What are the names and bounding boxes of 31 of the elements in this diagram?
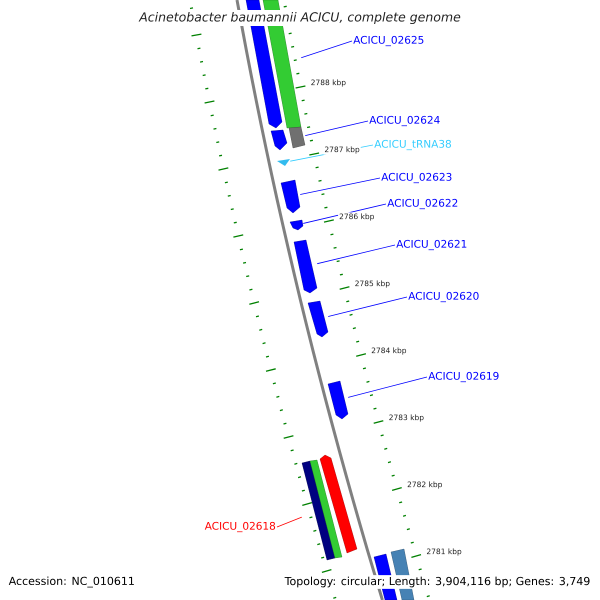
gene-label: ACICU_02624 bbox=[369, 116, 440, 126]
gene-label: ACICU_02621 bbox=[396, 240, 466, 250]
gene-label: ACICU_02620 bbox=[408, 292, 479, 302]
leader-line bbox=[276, 516, 302, 528]
leader-line bbox=[316, 244, 396, 264]
gene-feature bbox=[320, 454, 358, 554]
leader-line bbox=[328, 296, 408, 317]
footer-text: Accession: NC_010611 bbox=[7, 575, 136, 589]
gene-feature bbox=[302, 460, 336, 560]
gene-feature bbox=[308, 300, 328, 338]
gene-label: ACICU_02623 bbox=[381, 172, 452, 184]
leader-line bbox=[300, 40, 352, 58]
gene-label: ACICU_02618 bbox=[204, 522, 276, 532]
gene-label: ACICU_02619 bbox=[428, 372, 499, 382]
leader-line bbox=[304, 120, 368, 136]
gene-feature bbox=[290, 220, 304, 230]
gene-feature bbox=[270, 130, 288, 150]
gene-label: ACICU_02622 bbox=[387, 198, 458, 210]
footer-text: Topology: circular; Length: 3,904,116 bp; Genes: 3,749 bbox=[283, 575, 592, 589]
leader-line bbox=[300, 178, 380, 195]
gene-label: ACICU_tRNA38 bbox=[374, 140, 451, 150]
gene-feature bbox=[294, 240, 318, 294]
trna-feature bbox=[277, 159, 290, 166]
title: Acinetobacter baumannii ACICU, complete genome bbox=[137, 10, 463, 26]
gene-feature bbox=[280, 180, 300, 214]
gene-label: ACICU_02625 bbox=[353, 36, 424, 46]
gene-feature bbox=[328, 380, 348, 420]
gene-feature bbox=[310, 460, 342, 558]
leader-line bbox=[302, 204, 386, 224]
gene-feature bbox=[288, 126, 306, 148]
leader-line bbox=[348, 376, 428, 398]
